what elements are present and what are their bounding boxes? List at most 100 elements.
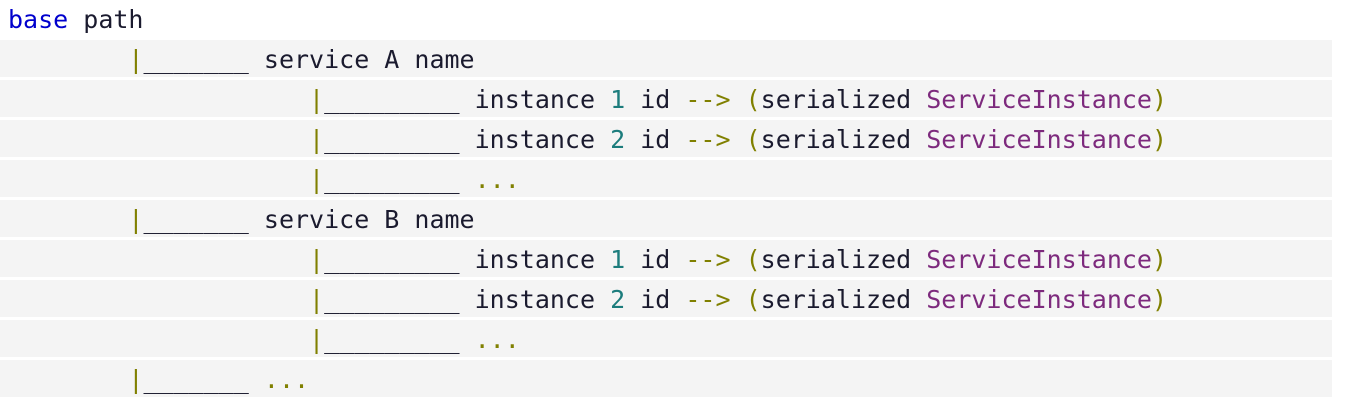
token-plain: instance [459,245,611,274]
code-line-text: |_________ instance 1 id --> (serialized… [0,240,1358,280]
token-plain [8,365,128,394]
token-type: ServiceInstance [926,285,1152,314]
code-line-text: |_________ ... [0,320,1358,360]
token-type: ServiceInstance [926,245,1152,274]
token-branch: | [309,125,325,154]
token-plain: serialized [760,125,927,154]
row-stripe [0,240,1332,277]
token-rule: _______ [143,45,249,74]
token-paren: ( [745,85,761,114]
token-plain: id [625,85,686,114]
token-plain [8,285,309,314]
token-plain [8,325,309,354]
token-plain [8,125,309,154]
token-plain [249,365,264,394]
code-line: |_______ service A name [0,40,1358,80]
token-type: ServiceInstance [926,85,1152,114]
token-plain: service B name [248,205,475,234]
token-arrow: --> [685,85,731,114]
token-plain [8,245,309,274]
token-arrow: --> [685,245,731,274]
token-keyword: base [8,5,69,34]
row-stripe [0,40,1332,77]
token-plain [731,125,746,154]
code-line: |_________ instance 1 id --> (serialized… [0,240,1358,280]
code-line: |_________ instance 2 id --> (serialized… [0,280,1358,320]
token-plain [8,85,309,114]
row-stripe [0,120,1332,157]
token-rule: _________ [324,125,460,154]
token-number: 1 [610,85,626,114]
token-number: 2 [610,285,626,314]
code-line: base path [0,0,1358,40]
token-plain [731,285,746,314]
token-branch: | [309,85,325,114]
token-plain: serialized [760,245,927,274]
code-line-text: |_______ ... [0,360,1358,400]
code-line: |_______ ... [0,360,1358,400]
token-paren: ) [1152,285,1168,314]
row-stripe [0,280,1332,317]
code-line-text: base path [0,0,1358,40]
row-stripe [0,160,1332,197]
code-line: |_________ ... [0,160,1358,200]
row-stripe [0,360,1332,397]
token-plain: instance [459,125,611,154]
token-branch: | [128,45,144,74]
token-paren: ( [745,285,761,314]
token-number: 1 [610,245,626,274]
code-line-text: |_________ instance 1 id --> (serialized… [0,80,1358,120]
token-plain [731,85,746,114]
token-paren: ( [745,125,761,154]
token-ellipsis: ... [474,325,520,354]
code-line-text: |_______ service B name [0,200,1358,240]
token-plain: id [625,285,686,314]
token-rule: _______ [143,365,249,394]
token-rule: _________ [324,285,460,314]
code-line: |_________ ... [0,320,1358,360]
token-branch: | [309,285,325,314]
token-rule: _________ [324,325,460,354]
row-stripe [0,320,1332,357]
token-plain [460,165,475,194]
code-line: |_________ instance 2 id --> (serialized… [0,120,1358,160]
token-plain: id [625,125,686,154]
token-plain: path [68,5,144,34]
token-rule: _________ [324,245,460,274]
token-paren: ) [1152,85,1168,114]
token-ellipsis: ... [474,165,520,194]
token-plain: id [625,245,686,274]
token-plain: instance [459,85,611,114]
token-plain [8,45,128,74]
token-number: 2 [610,125,626,154]
row-stripe [0,80,1332,117]
token-paren: ) [1152,125,1168,154]
token-rule: _______ [143,205,249,234]
token-paren: ) [1152,245,1168,274]
token-plain [731,245,746,274]
code-line: |_______ service B name [0,200,1358,240]
token-arrow: --> [685,285,731,314]
token-branch: | [309,165,325,194]
code-line-text: |_________ instance 2 id --> (serialized… [0,280,1358,320]
token-paren: ( [745,245,761,274]
code-line-text: |_______ service A name [0,40,1358,80]
token-plain [460,325,475,354]
token-rule: _________ [324,165,460,194]
token-branch: | [309,245,325,274]
token-rule: _________ [324,85,460,114]
code-line: |_________ instance 1 id --> (serialized… [0,80,1358,120]
token-branch: | [128,205,144,234]
code-line-text: |_________ instance 2 id --> (serialized… [0,120,1358,160]
token-branch: | [128,365,144,394]
code-line-text: |_________ ... [0,160,1358,200]
token-plain: instance [459,285,611,314]
token-branch: | [309,325,325,354]
token-plain: serialized [760,285,927,314]
token-arrow: --> [685,125,731,154]
token-type: ServiceInstance [926,125,1152,154]
token-plain: serialized [760,85,927,114]
row-stripe [0,200,1332,237]
token-plain: service A name [248,45,475,74]
